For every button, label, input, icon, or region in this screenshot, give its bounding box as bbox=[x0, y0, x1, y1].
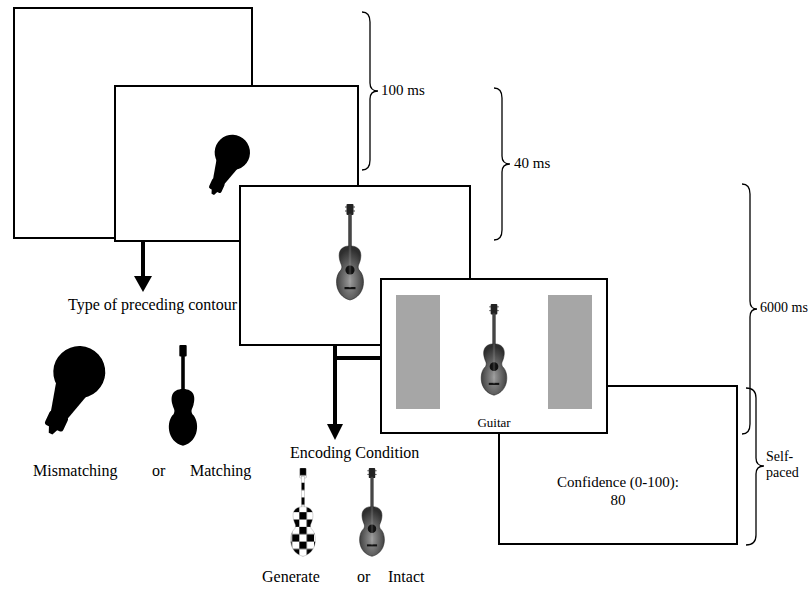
guitar-picture bbox=[360, 468, 385, 556]
guitar-picture bbox=[337, 204, 364, 300]
arrow-head bbox=[327, 424, 343, 440]
bulb-silhouette bbox=[27, 338, 114, 445]
study-screen-art bbox=[382, 280, 606, 432]
figure-label: Type of preceding contour bbox=[68, 296, 237, 314]
pointer-arrow bbox=[141, 242, 145, 277]
figure-label: 100 ms bbox=[381, 82, 425, 99]
time-bracket bbox=[742, 184, 757, 434]
guitar-picture bbox=[481, 304, 507, 395]
rating-value: 80 bbox=[611, 491, 626, 509]
figure-label: Generate bbox=[262, 568, 320, 586]
figure-label: Encoding Condition bbox=[290, 444, 419, 462]
guitar-silhouette bbox=[169, 345, 197, 446]
screen-text: Confidence (0-100): bbox=[557, 473, 679, 491]
checkered-guitar bbox=[291, 468, 316, 556]
figure-label: or bbox=[152, 462, 165, 480]
time-bracket bbox=[494, 88, 510, 240]
screen-text: Guitar bbox=[477, 415, 510, 431]
figure-label: Mismatching bbox=[33, 462, 117, 480]
figure-label: 6000 ms bbox=[760, 300, 808, 316]
figure-label: Matching bbox=[190, 462, 251, 480]
figure-label: Intact bbox=[388, 568, 424, 586]
figure-label: Self-paced bbox=[766, 449, 806, 481]
figure-label: 40 ms bbox=[514, 155, 550, 172]
figure-label: or bbox=[357, 568, 370, 586]
arrow-head bbox=[134, 276, 152, 292]
time-bracket bbox=[362, 12, 378, 170]
time-bracket bbox=[746, 388, 764, 545]
study-screen: Guitar bbox=[380, 278, 608, 434]
picture-frame bbox=[440, 295, 548, 409]
pointer-arrow bbox=[333, 356, 381, 360]
gray-band bbox=[396, 295, 592, 409]
